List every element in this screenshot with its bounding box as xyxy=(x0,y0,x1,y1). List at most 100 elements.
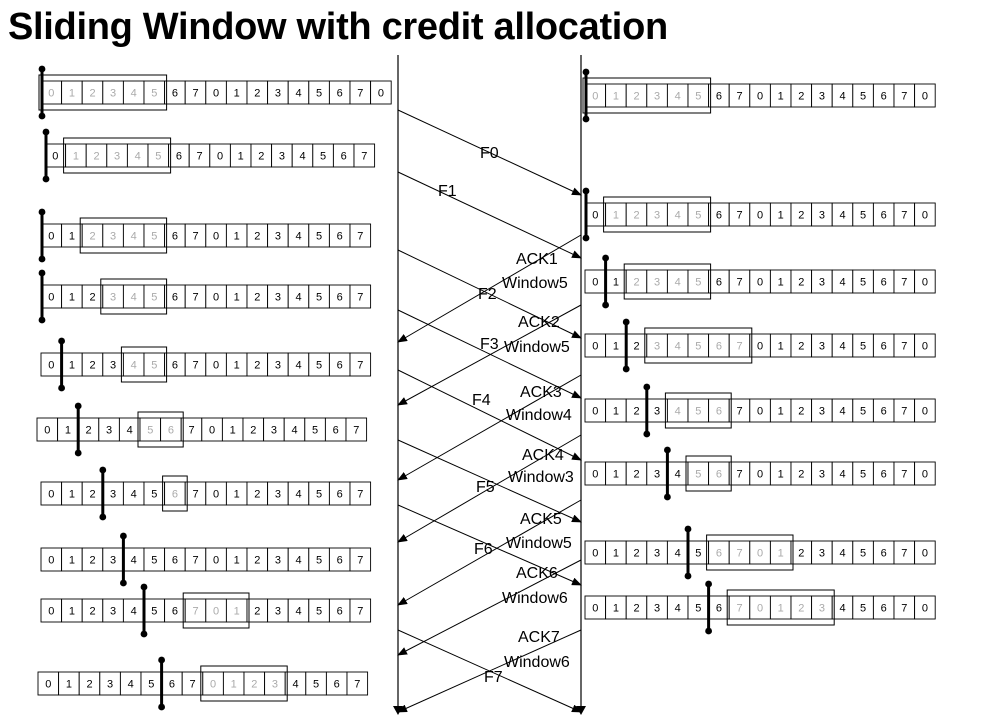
sequence-number: 5 xyxy=(860,277,866,289)
sequence-number: 1 xyxy=(69,489,75,501)
sequence-number: 0 xyxy=(48,88,54,100)
sequence-number: 5 xyxy=(695,406,701,418)
sequence-number: 4 xyxy=(131,360,137,372)
sequence-number: 6 xyxy=(881,210,887,222)
window-box xyxy=(726,589,835,626)
sequence-cell xyxy=(349,481,372,506)
sequence-number: 2 xyxy=(254,88,260,100)
sequence-number: 2 xyxy=(254,292,260,304)
sequence-number: 3 xyxy=(654,469,660,481)
ack-label: ACK4 xyxy=(522,447,564,464)
pointer-dot xyxy=(684,525,692,533)
sequence-number: 3 xyxy=(279,151,285,163)
ack-arrow xyxy=(397,374,582,481)
sequence-number: 1 xyxy=(238,151,244,163)
sequence-number: 3 xyxy=(275,489,281,501)
sequence-number: 4 xyxy=(839,469,845,481)
sequence-number: 2 xyxy=(633,341,639,353)
sequence-number: 3 xyxy=(110,606,116,618)
sequence-number: 2 xyxy=(93,151,99,163)
sequence-number: 7 xyxy=(192,360,198,372)
sequence-cell xyxy=(914,398,936,423)
sequence-cell xyxy=(349,547,372,572)
sequence-number: 6 xyxy=(337,606,343,618)
sequence-number: 1 xyxy=(613,406,619,418)
window-box xyxy=(63,137,172,174)
sequence-number: 4 xyxy=(131,555,137,567)
pointer-dot xyxy=(99,466,107,474)
sequence-number: 0 xyxy=(757,406,763,418)
ack-arrow xyxy=(397,499,582,606)
sequence-number: 0 xyxy=(592,548,598,560)
sequence-number: 6 xyxy=(881,603,887,615)
sequence-number: 7 xyxy=(736,603,742,615)
sequence-number: 6 xyxy=(172,606,178,618)
sequence-number: 5 xyxy=(695,548,701,560)
sequence-number: 1 xyxy=(613,210,619,222)
sequence-number: 7 xyxy=(188,425,194,437)
sequence-number: 1 xyxy=(234,606,240,618)
sequence-number: 7 xyxy=(357,606,363,618)
sequence-number: 0 xyxy=(922,603,928,615)
sequence-number: 5 xyxy=(860,603,866,615)
sequence-number: 0 xyxy=(757,341,763,353)
diagram-title: Sliding Window with credit allocation xyxy=(8,6,668,48)
sequence-number: 2 xyxy=(89,606,95,618)
sequence-number: 0 xyxy=(48,292,54,304)
sequence-number: 5 xyxy=(860,341,866,353)
frame-label: F7 xyxy=(484,669,503,686)
sequence-number: 6 xyxy=(176,151,182,163)
sequence-number: 0 xyxy=(592,277,598,289)
sequence-number: 4 xyxy=(839,603,845,615)
pointer-dot xyxy=(705,627,712,635)
sequence-number: 4 xyxy=(839,548,845,560)
sequence-number: 3 xyxy=(819,603,825,615)
sequence-number: 2 xyxy=(254,489,260,501)
frame-label: F6 xyxy=(474,541,493,558)
sequence-cell xyxy=(914,461,936,486)
sequence-number: 7 xyxy=(189,679,195,691)
sequence-number: 4 xyxy=(675,341,681,353)
sequence-number: 1 xyxy=(778,277,784,289)
sequence-number: 4 xyxy=(675,277,681,289)
sequence-number: 5 xyxy=(148,679,154,691)
sequence-number: 7 xyxy=(357,360,363,372)
window-box xyxy=(38,74,168,111)
sequence-number: 1 xyxy=(234,489,240,501)
sequence-number: 7 xyxy=(196,151,202,163)
sequence-number: 3 xyxy=(110,292,116,304)
pointer-dot xyxy=(42,175,50,183)
sequence-number: 0 xyxy=(213,88,219,100)
sequence-number: 6 xyxy=(716,548,722,560)
sequence-number: 4 xyxy=(675,548,681,560)
sequence-number: 6 xyxy=(337,555,343,567)
window-box xyxy=(603,196,712,233)
sequence-number: 7 xyxy=(736,341,742,353)
window-box xyxy=(644,327,753,364)
sequence-number: 1 xyxy=(65,425,71,437)
sequence-number: 5 xyxy=(860,548,866,560)
sequence-number: 2 xyxy=(250,425,256,437)
window-size-label: Window6 xyxy=(504,654,570,671)
sequence-number: 4 xyxy=(131,88,137,100)
sequence-number: 5 xyxy=(860,406,866,418)
sequence-number: 7 xyxy=(736,210,742,222)
sequence-number: 1 xyxy=(613,341,619,353)
sequence-number: 7 xyxy=(736,406,742,418)
pointer-dot xyxy=(602,254,609,262)
sequence-number: 1 xyxy=(613,469,619,481)
sequence-number: 2 xyxy=(798,603,804,615)
sequence-number: 1 xyxy=(69,555,75,567)
window-size-label: Window5 xyxy=(502,275,568,292)
sequence-number: 2 xyxy=(633,406,639,418)
sequence-number: 4 xyxy=(131,489,137,501)
pointer-dot xyxy=(582,187,590,195)
frame-arrow xyxy=(397,504,582,586)
sequence-number: 0 xyxy=(209,425,215,437)
pointer-dot xyxy=(120,579,127,587)
sequence-number: 6 xyxy=(716,277,722,289)
